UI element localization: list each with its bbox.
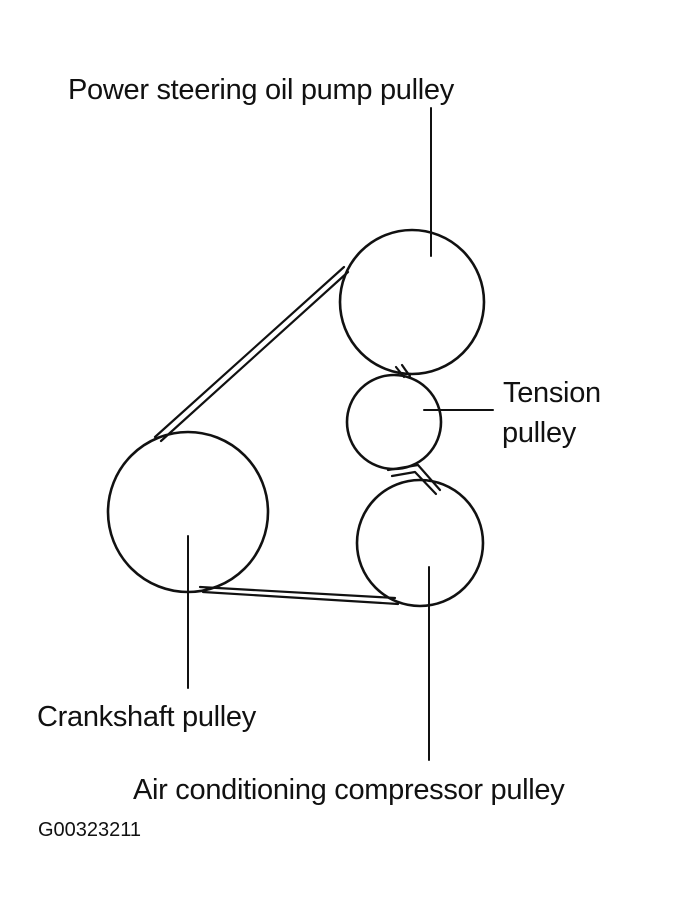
power-steering-label: Power steering oil pump pulley xyxy=(68,74,454,106)
ac-compressor-label: Air conditioning compressor pulley xyxy=(133,774,565,806)
figure-id: G00323211 xyxy=(38,819,142,841)
crankshaft-label: Crankshaft pulley xyxy=(37,701,256,733)
drive-belt xyxy=(153,265,442,606)
tension-label-line2: pulley xyxy=(502,417,576,449)
ac-compressor-pulley xyxy=(355,478,485,608)
tension-label-line1: Tension xyxy=(503,377,601,409)
tension-pulley xyxy=(345,373,443,471)
power-steering-pulley xyxy=(338,228,486,376)
